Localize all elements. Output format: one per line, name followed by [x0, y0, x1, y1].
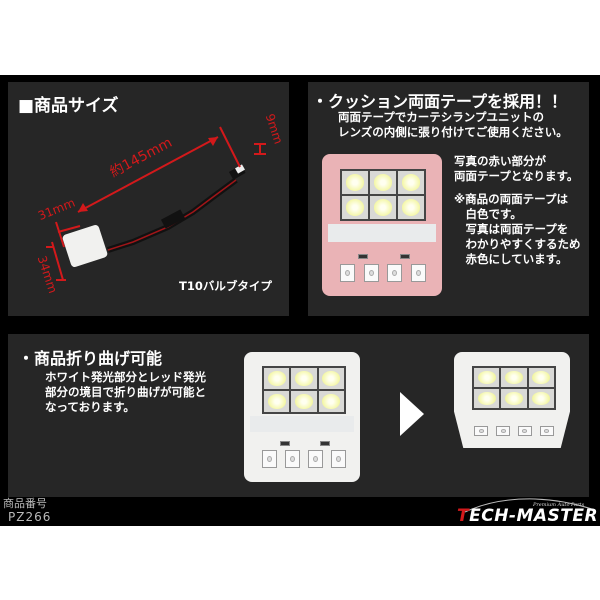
led-board-flat-photo: [244, 352, 360, 482]
logo-first-letter: T: [457, 506, 470, 526]
product-size-title: ■商品サイズ: [18, 96, 119, 116]
tape-note-line: 写真の赤い部分が: [454, 154, 546, 168]
white-led-array: [262, 366, 346, 414]
led-board-bent-photo: [454, 352, 570, 448]
logo-name-rest: ECH-MASTER: [469, 506, 599, 526]
bend-description-line: ホワイト発光部分とレッド発光: [45, 370, 206, 384]
double-sided-tape-panel: ・クッション両面テープを採用！！ 両面テープでカーテシランプユニットの レンズの…: [308, 82, 589, 316]
led-cable-illustration: [46, 126, 266, 281]
tape-note-line: ※商品の両面テープは: [454, 192, 568, 206]
tape-note-line: 白色です。: [454, 207, 522, 221]
red-led-array: [262, 450, 346, 468]
bend-description-line: なっております。: [45, 400, 135, 414]
tape-note-line: 両面テープとなります。: [454, 169, 579, 183]
white-led-array: [340, 169, 426, 221]
red-led-array-bent: [474, 426, 554, 436]
led-board-pink-tape-photo: [322, 154, 442, 296]
tape-subtitle-line-2: レンズの内側に張り付けてご使用ください。: [338, 125, 568, 139]
bend-description-line: 部分の境目で折り曲げが可能と: [45, 385, 206, 399]
white-led-array: [472, 366, 556, 410]
car-silhouette-icon: [464, 498, 596, 513]
bend-title: ・商品折り曲げ可能: [18, 349, 163, 368]
tape-note-line: 赤色にしています。: [454, 252, 568, 266]
product-code-label: 商品番号: [3, 497, 47, 510]
product-code-value: PZ266: [8, 510, 52, 524]
tape-note-line: 写真は両面テープを: [454, 222, 569, 236]
red-led-array: [340, 264, 426, 282]
tape-subtitle-line-1: 両面テープでカーテシランプユニットの: [338, 110, 544, 124]
tech-master-logo: Premium Auto Parts TECH-MASTER: [455, 496, 600, 526]
logo-wordmark: TECH-MASTER: [457, 506, 598, 526]
logo-tagline: Premium Auto Parts: [533, 502, 585, 508]
arrow-right-icon: [400, 392, 424, 436]
tape-note-line: わかりやすくするため: [454, 237, 581, 251]
bendable-panel: ・商品折り曲げ可能 ホワイト発光部分とレッド発光 部分の境目で折り曲げが可能と …: [8, 334, 589, 497]
tape-title: ・クッション両面テープを採用！！: [312, 92, 568, 111]
bulb-type-label: T10バルブタイプ: [179, 279, 272, 293]
product-size-panel: ■商品サイズ 約145mm 31mm 34mm 9mm T10バルブタイプ: [8, 82, 289, 316]
